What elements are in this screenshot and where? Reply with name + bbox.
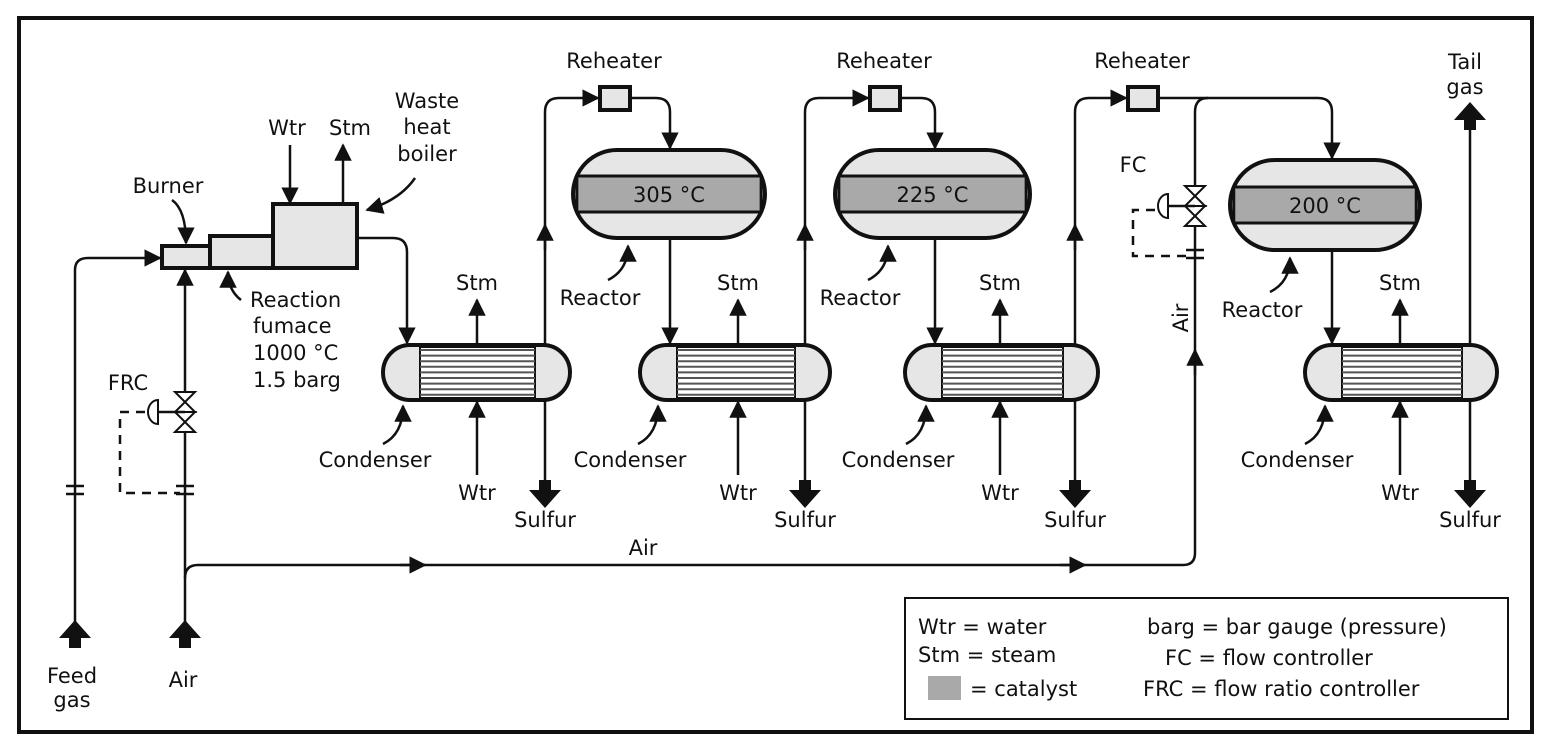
air-inlet-label: Air <box>169 668 198 692</box>
reactor-temperature: 200 °C <box>1289 194 1361 218</box>
condenser-label: Condenser <box>574 448 687 472</box>
condenser-pointer <box>905 404 935 446</box>
legend-catalyst: = catalyst <box>970 677 1077 701</box>
whb-outlet-line <box>357 236 416 345</box>
legend-wtr: Wtr = water <box>918 615 1047 639</box>
furnace-pressure: 1.5 barg <box>253 368 341 392</box>
furnace-label-1: Reaction <box>250 288 341 312</box>
gas-to-reheater-line <box>803 89 870 345</box>
condenser-water-label: Wtr <box>458 481 496 505</box>
condenser-water-label: Wtr <box>981 481 1019 505</box>
condenser-label: Condenser <box>1241 448 1354 472</box>
condenser-water-label: Wtr <box>1381 481 1419 505</box>
condenser-label: Condenser <box>842 448 955 472</box>
sulfur-label: Sulfur <box>514 508 576 532</box>
furnace-label-2: fumace <box>253 314 332 338</box>
feed-gas-label: Feed <box>47 664 97 688</box>
whb-label-2: heat <box>403 115 450 139</box>
whb-label-3: boiler <box>397 142 457 166</box>
reheater-label: Reheater <box>836 49 932 73</box>
reheater-to-reactor-line <box>1158 96 1341 160</box>
burner-pointer <box>171 198 195 245</box>
condenser-water-label: Wtr <box>719 481 757 505</box>
legend-fc: FC = flow controller <box>1165 646 1373 670</box>
reheater-label: Reheater <box>1094 49 1190 73</box>
reheater-2 <box>868 85 902 112</box>
burner-label: Burner <box>133 174 204 198</box>
whb-water-label: Wtr <box>268 116 306 140</box>
gas-to-reheater-line <box>1073 89 1128 345</box>
feed-gas-line <box>59 249 162 648</box>
legend: Wtr = water Stm = steam = catalyst barg … <box>904 597 1509 720</box>
air-line <box>169 96 1209 648</box>
condenser-pointer <box>637 404 667 446</box>
reactor-pointer <box>607 244 637 282</box>
catalyst-bed <box>1232 185 1418 225</box>
reaction-furnace <box>208 234 275 270</box>
reactor-pointer <box>867 244 897 282</box>
reheater-to-reactor-line <box>630 96 679 150</box>
diagram-frame <box>17 16 1534 734</box>
sulfur-label: Sulfur <box>774 508 836 532</box>
reactor-label: Reactor <box>820 286 901 310</box>
condenser-steam-label: Stm <box>456 271 498 295</box>
sulfur-arrow-icon <box>1059 480 1091 508</box>
sulfur-arrow-icon <box>1454 480 1486 508</box>
furnace-pointer <box>219 270 242 301</box>
reactor-temperature: 225 °C <box>897 183 969 207</box>
condenser-steam-label: Stm <box>979 271 1021 295</box>
condenser-steam-label: Stm <box>1379 271 1421 295</box>
burner <box>160 244 212 270</box>
air-riser-label: Air <box>1169 303 1193 332</box>
catalyst-bed <box>575 174 763 214</box>
legend-barg: barg = bar gauge (pressure) <box>1147 615 1447 639</box>
condenser-pointer <box>382 404 412 446</box>
frc-label: FRC <box>108 371 148 395</box>
reheater-1 <box>598 85 632 112</box>
tail-gas-label: Tail <box>1447 50 1482 74</box>
fc-valve <box>1131 185 1208 258</box>
condenser-pointer <box>1304 404 1334 446</box>
whb-label-1: Waste <box>395 89 459 113</box>
tail-gas-arrow-icon <box>1454 102 1486 130</box>
reactor-temperature: 305 °C <box>633 183 705 207</box>
feed-gas-label-2: gas <box>53 688 90 712</box>
reheater-3 <box>1126 85 1160 112</box>
reactor-label: Reactor <box>1222 298 1303 322</box>
whb-pointer <box>365 177 417 214</box>
reactor-label: Reactor <box>560 286 641 310</box>
sulfur-label: Sulfur <box>1044 508 1106 532</box>
condenser-steam-label: Stm <box>717 271 759 295</box>
tail-gas-label-2: gas <box>1446 75 1483 99</box>
reheater-to-reactor-line <box>900 96 944 150</box>
sulfur-arrow-icon <box>529 480 561 508</box>
legend-stm: Stm = steam <box>918 643 1056 667</box>
legend-catalyst-swatch <box>928 676 961 700</box>
sulfur-arrow-icon <box>789 480 821 508</box>
waste-heat-boiler <box>271 202 359 270</box>
legend-frc: FRC = flow ratio controller <box>1143 677 1420 701</box>
catalyst-bed <box>837 174 1028 214</box>
reactor-pointer <box>1269 256 1299 294</box>
sulfur-label: Sulfur <box>1439 508 1501 532</box>
frc-valve <box>118 391 198 495</box>
reheater-label: Reheater <box>566 49 662 73</box>
whb-steam-label: Stm <box>329 116 371 140</box>
gas-to-reheater-line <box>543 89 600 345</box>
air-header-label: Air <box>629 536 658 560</box>
condenser-label: Condenser <box>319 448 432 472</box>
furnace-temperature: 1000 °C <box>253 341 338 365</box>
fc-label: FC <box>1120 153 1147 177</box>
